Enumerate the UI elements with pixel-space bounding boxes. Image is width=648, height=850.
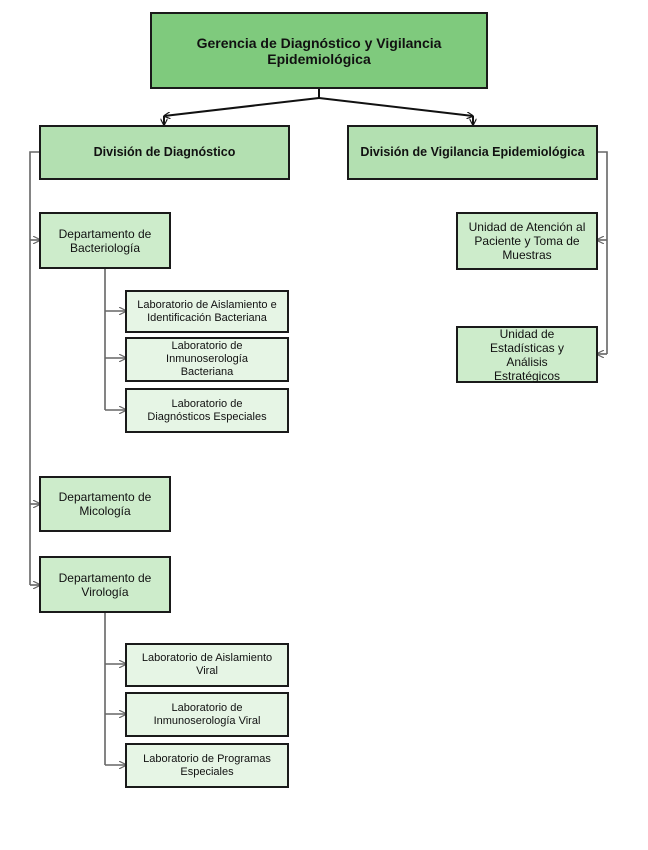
division-vigilancia-box: División de Vigilancia Epidemiológica	[347, 125, 598, 180]
lab-inmunoserologia-viral-box: Laboratorio de Inmunoserología Viral	[125, 692, 289, 737]
department-bacteriologia-box: Departamento de Bacteriología	[39, 212, 171, 269]
vigilancia-connector	[597, 151, 608, 354]
top-connector	[164, 88, 473, 125]
department-virologia-label: Departamento de Virología	[58, 570, 152, 599]
lab-programas-especiales-box: Laboratorio de Programas Especiales	[125, 743, 289, 788]
lab-aislamiento-viral-box: Laboratorio de Aislamiento Viral	[125, 643, 289, 687]
gerencia-title: Gerencia de Diagnóstico y Vigilancia Epi…	[196, 34, 442, 67]
diagnostico-connector	[29, 151, 40, 585]
virologia-connector	[104, 612, 126, 765]
department-virologia-box: Departamento de Virología	[39, 556, 171, 613]
unit-estadisticas-label: Unidad de Estadísticas y Análisis Estrat…	[489, 326, 565, 383]
division-vigilancia-label: División de Vigilancia Epidemiológica	[360, 145, 585, 159]
lab-inmunoserologia-bacteriana-label: Laboratorio de Inmunoserología Bacterian…	[166, 340, 248, 378]
lab-aislamiento-bacteriana-label: Laboratorio de Aislamiento e Identificac…	[137, 298, 277, 324]
department-micologia-box: Departamento de Micología	[39, 476, 171, 532]
division-diagnostico-label: División de Diagnóstico	[93, 145, 236, 159]
lab-inmunoserologia-bacteriana-box: Laboratorio de Inmunoserología Bacterian…	[125, 337, 289, 382]
unit-atencion-paciente-box: Unidad de Atención al Paciente y Toma de…	[456, 212, 598, 270]
division-diagnostico-box: División de Diagnóstico	[39, 125, 290, 180]
lab-diagnosticos-especiales-label: Laboratorio de Diagnósticos Especiales	[147, 397, 267, 423]
gerencia-box: Gerencia de Diagnóstico y Vigilancia Epi…	[150, 12, 488, 89]
lab-aislamiento-viral-label: Laboratorio de Aislamiento Viral	[141, 652, 273, 677]
lab-aislamiento-bacteriana-box: Laboratorio de Aislamiento e Identificac…	[125, 290, 289, 333]
department-micologia-label: Departamento de Micología	[58, 490, 152, 518]
lab-inmunoserologia-viral-label: Laboratorio de Inmunoserología Viral	[153, 701, 261, 727]
lab-diagnosticos-especiales-box: Laboratorio de Diagnósticos Especiales	[125, 388, 289, 433]
bacteriologia-connector	[104, 268, 126, 410]
lab-programas-especiales-label: Laboratorio de Programas Especiales	[143, 752, 271, 778]
unit-atencion-paciente-label: Unidad de Atención al Paciente y Toma de…	[468, 220, 586, 262]
unit-estadisticas-box: Unidad de Estadísticas y Análisis Estrat…	[456, 326, 598, 383]
department-bacteriologia-label: Departamento de Bacteriología	[58, 226, 152, 255]
